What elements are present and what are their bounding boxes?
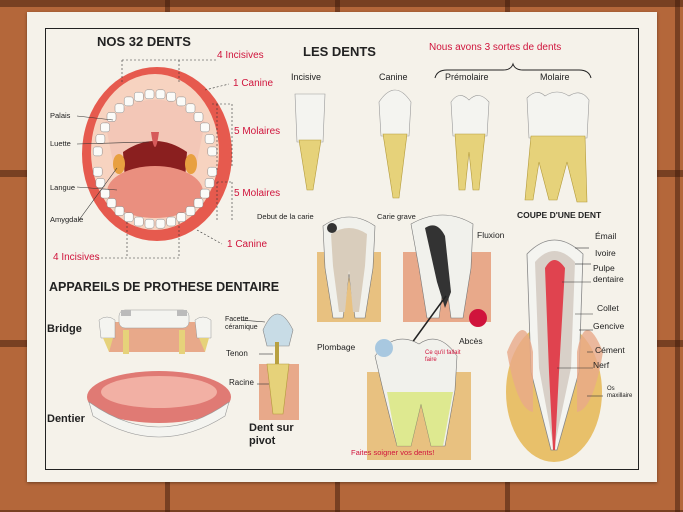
label-os-maxillaire: Os maxillaire [607, 386, 633, 400]
label-canine: Canine [379, 72, 408, 82]
label-molaires-top: 5 Molaires [234, 126, 281, 137]
lower-teeth [92, 166, 218, 229]
tooth [144, 89, 155, 100]
tooth [193, 198, 204, 208]
tooth-types [294, 62, 592, 203]
tooth [207, 166, 218, 177]
tooth [207, 146, 218, 157]
tooth [155, 218, 166, 229]
label-abces: Abcès [459, 336, 483, 346]
tooth [185, 103, 196, 114]
tooth [106, 198, 117, 208]
label-luette: Luette [50, 139, 71, 148]
tooth [100, 122, 110, 133]
label-nerf: Nerf [593, 360, 610, 370]
label-tenon: Tenon [226, 349, 248, 358]
denture-illustration [87, 371, 231, 438]
tooth [123, 212, 134, 222]
tooth [134, 216, 144, 227]
label-collet: Collet [597, 303, 619, 313]
tooth [185, 206, 196, 216]
label-canine-bottom: 1 Canine [227, 239, 268, 250]
label-ce-quil-fallait: Ce qu'il fallait faire [425, 350, 461, 364]
poster-frame [45, 28, 639, 470]
anatomy-poster: NOS 32 DENTS LES DENTS Nous avons 3 sort… [27, 12, 657, 482]
label-plombage: Plombage [317, 342, 356, 352]
label-gencive: Gencive [593, 321, 625, 331]
upper-teeth [92, 89, 218, 157]
label-email: Émail [595, 231, 617, 241]
tooth [134, 91, 144, 102]
label-incisives-top: 4 Incisives [217, 50, 264, 61]
label-premolaire: Prémolaire [445, 72, 489, 82]
label-amygdale: Amygdale [50, 215, 84, 224]
label-racine: Racine [229, 378, 254, 387]
label-fluxion: Fluxion [477, 230, 505, 240]
title-coupe-dent: COUPE D'UNE DENT [517, 210, 602, 220]
tooth [114, 206, 125, 216]
label-bridge: Bridge [47, 323, 82, 335]
poster-illustrations [76, 59, 603, 462]
label-debut-carie: Debut de la carie [257, 212, 314, 221]
tooth [176, 212, 187, 222]
tooth-cross-section [506, 239, 603, 462]
tooth [204, 134, 215, 144]
label-incisive: Incisive [291, 72, 322, 82]
label-carie-grave: Carie grave [377, 212, 416, 221]
label-molaires-bottom: 5 Molaires [234, 188, 281, 199]
title-nos-32-dents: NOS 32 DENTS [97, 34, 191, 49]
tooth [100, 188, 110, 199]
tooth [95, 134, 106, 144]
tooth [166, 91, 176, 102]
tooth [92, 166, 103, 177]
tooth [176, 96, 187, 107]
label-incisives-bottom: 4 Incisives [53, 252, 100, 263]
label-langue: Langue [50, 183, 76, 192]
tooth [92, 146, 103, 157]
tooth [200, 188, 210, 199]
label-dentier: Dentier [47, 413, 85, 425]
title-appareils-prothese: APPAREILS DE PROTHESE DENTAIRE [49, 280, 280, 294]
label-canine-top: 1 Canine [233, 78, 274, 89]
label-cement: Cément [595, 345, 625, 355]
mouth-illustration [82, 67, 232, 241]
tooth [166, 216, 176, 227]
label-palais: Palais [50, 111, 71, 120]
tooth [193, 112, 204, 122]
tooth [144, 218, 155, 229]
label-faites-soigner: Faites soigner vos dents! [351, 448, 435, 457]
tooth [106, 112, 117, 122]
tooth [114, 103, 125, 114]
subtitle-trois-sortes: Nous avons 3 sortes de dents [429, 42, 562, 53]
tooth [95, 178, 106, 188]
pivot-tooth-illustration [240, 313, 299, 420]
tooth [123, 96, 134, 107]
cavity-sections [317, 214, 491, 460]
title-les-dents: LES DENTS [303, 44, 376, 59]
tooth [204, 178, 215, 188]
tooth [155, 89, 166, 100]
bridge-illustration [98, 309, 212, 354]
label-dent-sur-pivot: Dent sur pivot [249, 422, 294, 448]
label-molaire: Molaire [540, 72, 570, 82]
tooth [200, 122, 210, 133]
label-facette-ceramique: Facette céramique [225, 316, 258, 332]
label-ivoire: Ivoire [595, 248, 616, 258]
label-pulpe-dentaire: Pulpe dentaire [593, 263, 624, 284]
